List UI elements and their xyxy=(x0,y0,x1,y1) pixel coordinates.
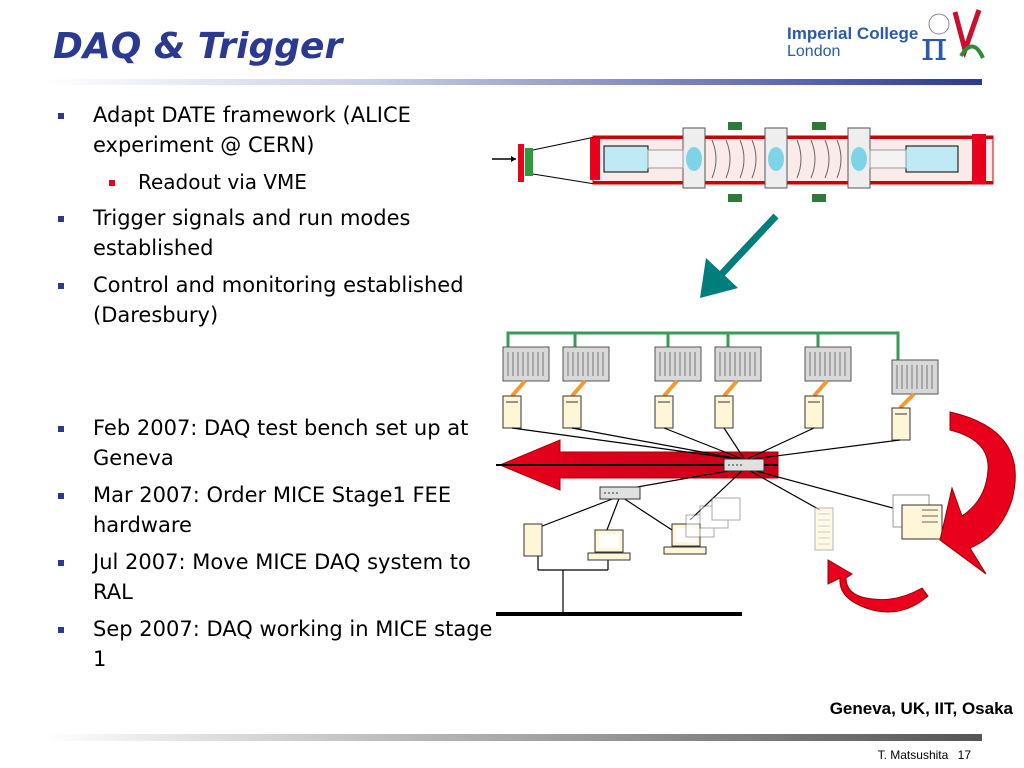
bullet-item: Adapt DATE framework (ALICE experiment @… xyxy=(56,100,496,160)
vme-crate-icon xyxy=(502,346,550,382)
curved-arrow-icon xyxy=(939,411,1016,575)
collaboration-tagline: Geneva, UK, IIT, Osaka xyxy=(829,699,1013,718)
bullet-list-top: Adapt DATE framework (ALICE experiment @… xyxy=(56,100,496,337)
title-divider xyxy=(42,79,982,85)
server-tower-icon xyxy=(891,407,911,441)
bullet-marker xyxy=(58,283,64,289)
footer-author: T. Matsushita xyxy=(877,748,949,762)
bullet-item: Sep 2007: DAQ working in MICE stage 1 xyxy=(56,614,496,674)
server-tower-icon xyxy=(523,523,543,557)
footer-divider xyxy=(42,734,982,741)
bullet-text: Sep 2007: DAQ working in MICE stage 1 xyxy=(93,617,493,671)
network-links xyxy=(511,427,901,612)
bullet-text: Adapt DATE framework (ALICE experiment @… xyxy=(93,103,411,157)
server-tower-icon xyxy=(654,395,674,429)
bullet-marker xyxy=(58,627,64,633)
bullet-item: Trigger signals and run modes establishe… xyxy=(56,203,496,263)
server-tower-icon xyxy=(714,395,734,429)
vme-crate-icon xyxy=(562,346,610,382)
slide-footer: T. Matsushita 17 xyxy=(872,748,971,762)
bullet-marker xyxy=(58,216,64,222)
imperial-college-logo: Imperial College London xyxy=(787,24,918,61)
teal-down-arrow-icon xyxy=(700,213,779,298)
sub-bullet-marker xyxy=(109,180,115,186)
crate-pc-links xyxy=(510,379,916,410)
bullet-text: Readout via VME xyxy=(138,170,307,194)
slide-title: DAQ & Trigger xyxy=(53,26,343,67)
slide-number: 17 xyxy=(957,748,971,762)
workstation-icon xyxy=(685,497,741,538)
bullet-text: Control and monitoring established (Dare… xyxy=(93,273,464,327)
vme-crate-icon xyxy=(804,346,852,382)
bullet-text: Mar 2007: Order MICE Stage1 FEE hardware xyxy=(93,483,452,537)
bullet-text: Trigger signals and run modes establishe… xyxy=(93,206,411,260)
vme-crate-icon xyxy=(654,346,702,382)
server-rack-icon xyxy=(814,507,834,551)
bullet-item: Jul 2007: Move MICE DAQ system to RAL xyxy=(56,547,496,607)
server-tower-icon xyxy=(804,395,824,429)
server-tower-icon xyxy=(502,395,522,429)
bullet-text: Jul 2007: Move MICE DAQ system to RAL xyxy=(93,550,471,604)
logo-line-1: Imperial College xyxy=(787,24,919,43)
crate-bus xyxy=(506,331,900,360)
bullet-item: Control and monitoring established (Dare… xyxy=(56,270,496,330)
bullet-marker xyxy=(58,113,64,119)
workstation-icon xyxy=(587,529,631,561)
svg-text:π: π xyxy=(921,24,947,68)
bullet-text: Feb 2007: DAQ test bench set up at Genev… xyxy=(93,416,469,470)
curved-arrow-icon xyxy=(827,559,929,613)
beamline-icon xyxy=(492,122,994,202)
bullet-marker xyxy=(58,493,64,499)
server-tower-icon xyxy=(562,395,582,429)
vme-crate-icon xyxy=(714,346,762,382)
bullet-marker xyxy=(58,560,64,566)
vme-crate-icon xyxy=(891,359,939,395)
printer-icon xyxy=(892,494,943,540)
bullet-marker xyxy=(58,426,64,432)
mice-logo-icon: π xyxy=(921,9,985,68)
sub-bullet-item: Readout via VME xyxy=(56,167,496,197)
logo-line-2: London xyxy=(787,43,841,60)
network-switch-icon xyxy=(723,458,765,472)
bullet-item: Mar 2007: Order MICE Stage1 FEE hardware xyxy=(56,480,496,540)
network-switch-icon xyxy=(599,486,641,500)
bullet-list-bottom: Feb 2007: DAQ test bench set up at Genev… xyxy=(56,413,496,681)
bullet-item: Feb 2007: DAQ test bench set up at Genev… xyxy=(56,413,496,473)
